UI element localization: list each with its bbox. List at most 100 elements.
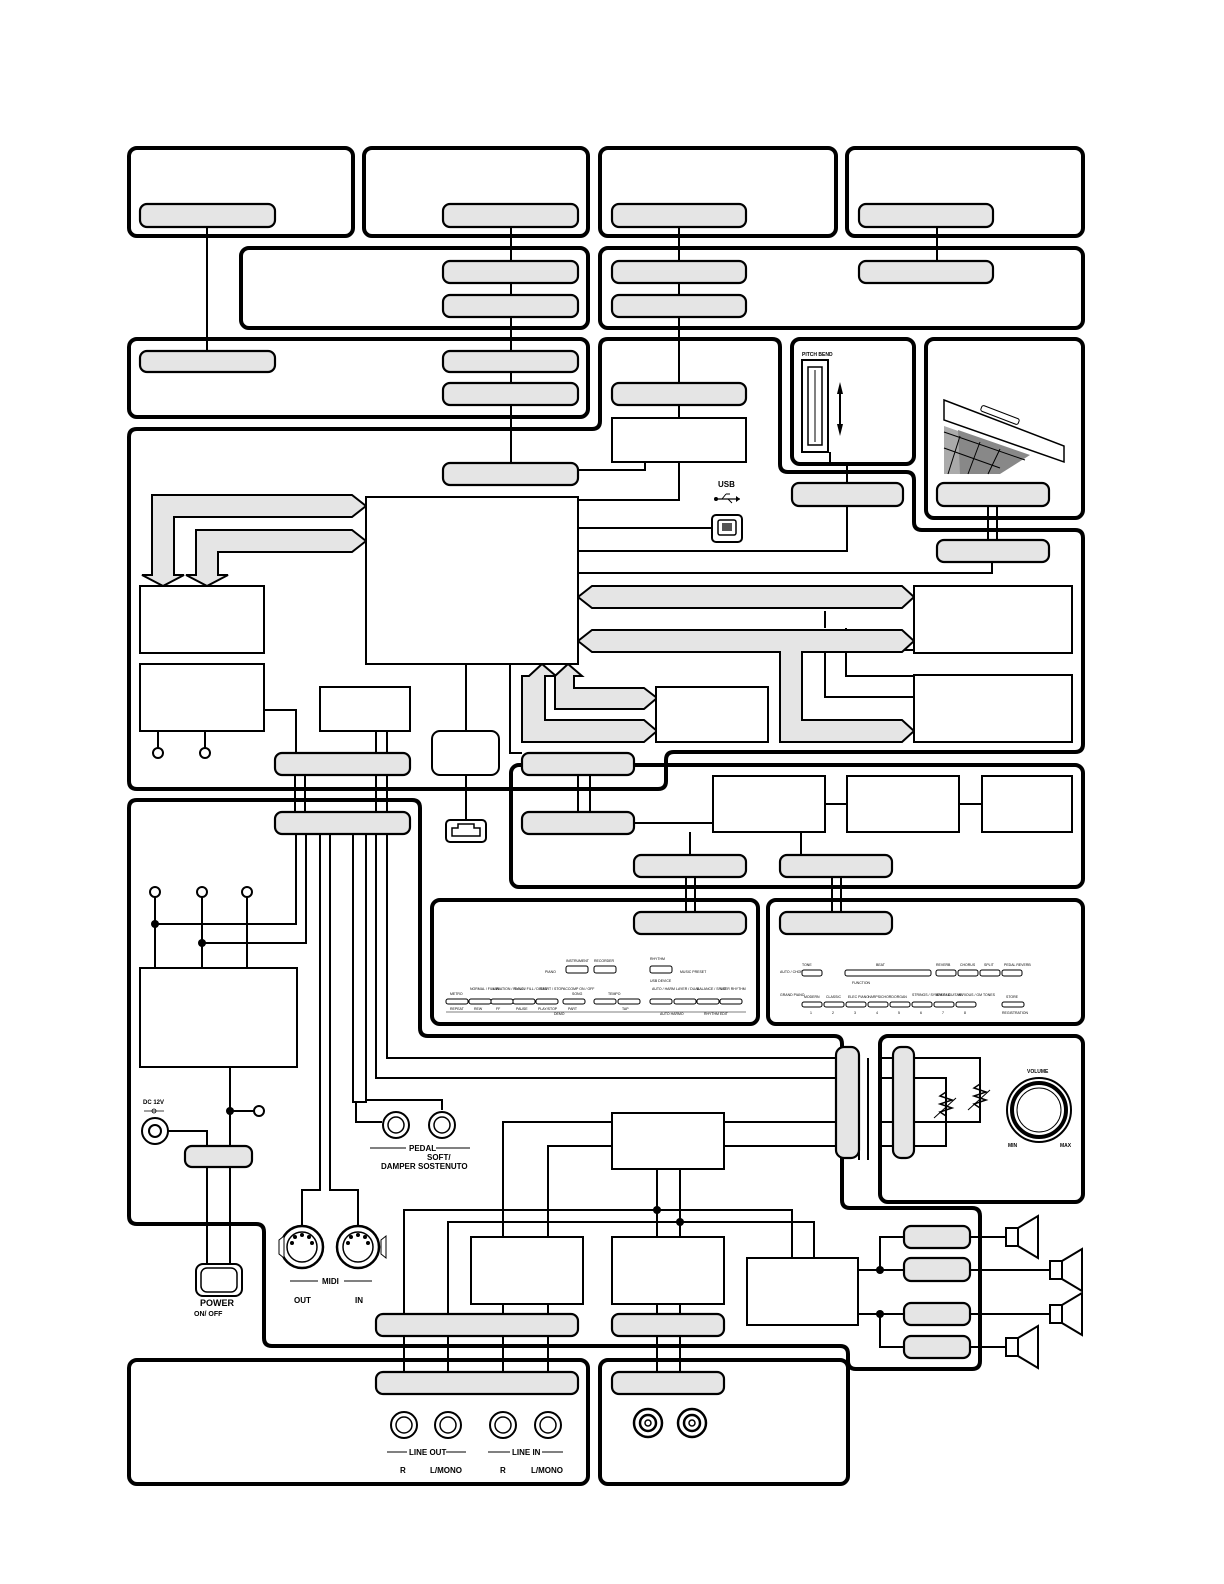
volume-potentiometer-icons <box>933 1083 991 1119</box>
panel-right-top-label-7: PEDAL REVERB <box>1004 963 1031 967</box>
panel-left-top-label-5: USB DEVICE <box>650 979 672 983</box>
pitch-bend-wheel[interactable]: PITCH BEND <box>801 352 843 453</box>
line-jacks[interactable]: LINE OUT LINE IN R L/MONO R L/MONO <box>387 1411 563 1475</box>
speaker-icons <box>1005 1214 1083 1370</box>
panel-right-tone-label-3: ELEC PIANO <box>848 995 869 999</box>
panel-left-section-7: TAP <box>622 1007 629 1011</box>
panel-left-top-label-0: INSTRUMENT <box>566 959 590 963</box>
midi-out-label: OUT <box>294 1296 311 1305</box>
panel-left-bottom-buttons[interactable] <box>445 998 743 1005</box>
speaker-icon-1 <box>1005 1214 1039 1260</box>
power-state-label: ON/ OFF <box>194 1311 223 1318</box>
panel-right-num-2: 3 <box>854 1011 856 1015</box>
midi-in-jack <box>335 1224 387 1270</box>
dc-connector-icon <box>445 819 487 843</box>
midi-label: MIDI <box>322 1277 339 1286</box>
panel-right-top-label-4: REVERB <box>936 963 951 967</box>
power-label: POWER <box>200 1298 235 1308</box>
rca-jacks[interactable] <box>632 1407 708 1439</box>
usb-icon <box>714 493 740 504</box>
panel-left-bottom-label-9: LAYER / DUAL <box>676 987 700 991</box>
panel-left-bottom-label-3: SYNC / FILL / DEMO <box>514 987 547 991</box>
panel-left-section-5: PART <box>568 1007 578 1011</box>
panel-left-bottom-label-8: AUTO / HARM <box>652 987 675 991</box>
panel-right-tone-label-0: GRAND PIANO <box>780 993 805 997</box>
panel-right-top-buttons[interactable] <box>801 969 1023 977</box>
panel-left-bottom-label-0: METRO <box>450 992 463 996</box>
panel-left-top-label-2: RHYTHM <box>650 957 665 961</box>
volume-label: VOLUME <box>1027 1069 1049 1075</box>
panel-right-tone-label-8: VARIOUS / GM TONES <box>958 993 996 997</box>
panel-left-section-6: DEMO <box>554 1012 565 1016</box>
dc-in-label: DC 12V <box>143 1100 164 1106</box>
panel-left-top-label-4: MUSIC PRESET <box>680 970 707 974</box>
panel-left-bottom-label-10: BALANCE / SPLIT <box>697 987 727 991</box>
lcd-driver-block <box>846 775 960 833</box>
usb-controller-block <box>611 417 747 463</box>
bus-arrows <box>141 494 916 743</box>
panel-right-tone-label-1: MODERN <box>804 995 820 999</box>
panel-right-top-label-5: CHORUS <box>960 963 976 967</box>
panel-left-top-label-3: PIANO <box>545 970 556 974</box>
rom-block <box>139 585 265 654</box>
panel-right-num-7: 8 <box>964 1011 966 1015</box>
line-in-label: LINE IN <box>512 1448 541 1457</box>
lcd-block <box>981 775 1073 833</box>
usb-port[interactable]: USB <box>711 480 743 543</box>
panel-left-section-1: REW <box>474 1007 483 1011</box>
midi-in-label: IN <box>355 1296 363 1305</box>
polarity-icon <box>144 1108 164 1114</box>
panel-right-num-3: 4 <box>876 1011 878 1015</box>
wave-rom-1-block <box>913 585 1073 654</box>
terminals <box>149 747 265 1117</box>
panel-right-top-label-0: TONE <box>802 963 812 967</box>
usb-label: USB <box>718 480 735 489</box>
panel-right-tone-label-4: HARPSICHORD <box>868 995 894 999</box>
adc-block <box>611 1236 725 1305</box>
panel-right-tone-label-9: STORE <box>1006 995 1019 999</box>
line-out-l-label: L/MONO <box>430 1466 462 1475</box>
line-in-r-label: R <box>500 1466 506 1475</box>
soft-sostenuto-label-1: SOFT/ <box>427 1153 451 1162</box>
panel-left-bottom-label-2: VARIATION / FILL-IN <box>492 987 525 991</box>
soft-sostenuto-label-2: SOSTENUTO <box>418 1162 468 1171</box>
blocks <box>139 417 1073 1326</box>
line-out-label: LINE OUT <box>409 1448 446 1457</box>
panel-right-num-0: 1 <box>810 1011 812 1015</box>
panel-left-bottom-label-7: TEMPO <box>608 992 621 996</box>
panel-left-bottom-label-1: NORMAL / FILL-IN <box>470 987 500 991</box>
power-switch[interactable]: POWER ON/ OFF <box>194 1263 243 1318</box>
panel-right-top-label-3: FUNCTION <box>852 981 871 985</box>
panel-left-section-2: FF <box>496 1007 500 1011</box>
button-panel-right: TONE AUTO / CHORD BEAT FUNCTION REVERB C… <box>780 963 1031 1015</box>
button-panel-left: INSTRUMENT RECORDER RHYTHM PIANO MUSIC P… <box>445 957 746 1016</box>
panel-right-num-5: 6 <box>920 1011 922 1015</box>
reset-block <box>319 686 411 732</box>
panel-left-section-9: RHYTHM EDIT <box>704 1012 729 1016</box>
panel-right-top-label-1: AUTO / CHORD <box>780 970 806 974</box>
speaker-icon-3 <box>1049 1291 1083 1337</box>
pedal-jacks[interactable]: PEDAL SOFT/ DAMPER SOSTENUTO <box>370 1111 470 1171</box>
ram-block <box>139 663 265 732</box>
panel-left-top-label-1: RECORDER <box>594 959 615 963</box>
speaker-icon-2 <box>1049 1247 1083 1293</box>
volume-control[interactable]: VOLUME MIN MAX <box>1006 1069 1072 1149</box>
panel-right-tone-buttons[interactable] <box>801 1001 1025 1008</box>
panel-right-num-4: 5 <box>898 1011 900 1015</box>
panel-left-section-3: PAUSE <box>516 1007 528 1011</box>
volume-max-label: MAX <box>1060 1143 1072 1149</box>
connectors <box>138 202 1051 1396</box>
midi-jacks[interactable]: MIDI OUT IN <box>278 1224 387 1305</box>
wave-rom-2-block <box>913 674 1073 743</box>
dc-in-jack[interactable]: DC 12V <box>141 1100 169 1145</box>
keyboard-illustration <box>943 398 1065 475</box>
panel-left-section-0: REPEAT <box>450 1007 465 1011</box>
pedal-label: PEDAL <box>409 1144 436 1153</box>
panel-right-num-1: 2 <box>832 1011 834 1015</box>
line-in-l-label: L/MONO <box>531 1466 563 1475</box>
panel-left-top-buttons[interactable] <box>565 965 673 974</box>
panel-right-section-0: REGISTRATION <box>1002 1011 1028 1015</box>
power-amp-block <box>746 1257 859 1326</box>
mixer-block <box>611 1112 725 1170</box>
